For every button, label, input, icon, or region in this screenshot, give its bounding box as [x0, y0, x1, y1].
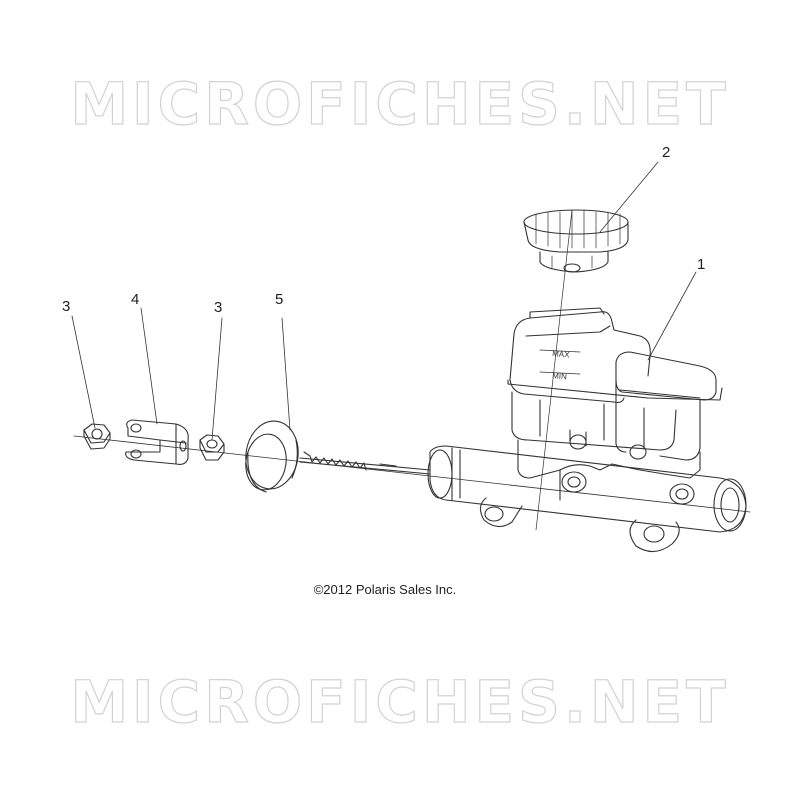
callout-2: 2	[662, 144, 671, 161]
master-cylinder	[427, 429, 747, 553]
callout-5: 5	[275, 291, 284, 308]
hex-nut-right	[199, 434, 225, 461]
leader-line-5	[281, 317, 291, 431]
leader-line-1	[647, 271, 697, 361]
assembly-axis	[73, 435, 751, 513]
hex-nut-left	[83, 423, 111, 450]
watermark-bottom: MICROFICHES.NET	[70, 667, 730, 736]
push-rod	[299, 451, 431, 475]
callout-4: 4	[131, 291, 140, 308]
callout-3-left: 3	[62, 298, 71, 315]
callout-1: 1	[697, 256, 706, 273]
copyright-text: ©2012 Polaris Sales Inc.	[313, 582, 457, 597]
max-label: MAX	[552, 349, 571, 360]
leader-line-3b	[211, 317, 223, 441]
clevis	[125, 419, 189, 465]
fluid-reservoir	[507, 307, 723, 461]
min-label: MIN	[552, 371, 568, 381]
watermark-top: MICROFICHES.NET	[70, 69, 730, 138]
rubber-boot	[245, 420, 299, 493]
leader-line-4	[140, 307, 158, 425]
reservoir-cap	[523, 209, 629, 273]
leader-line-2	[599, 161, 659, 233]
leader-line-3a	[71, 315, 96, 429]
callout-3-right: 3	[214, 299, 223, 316]
reservoir-axis	[535, 209, 573, 531]
